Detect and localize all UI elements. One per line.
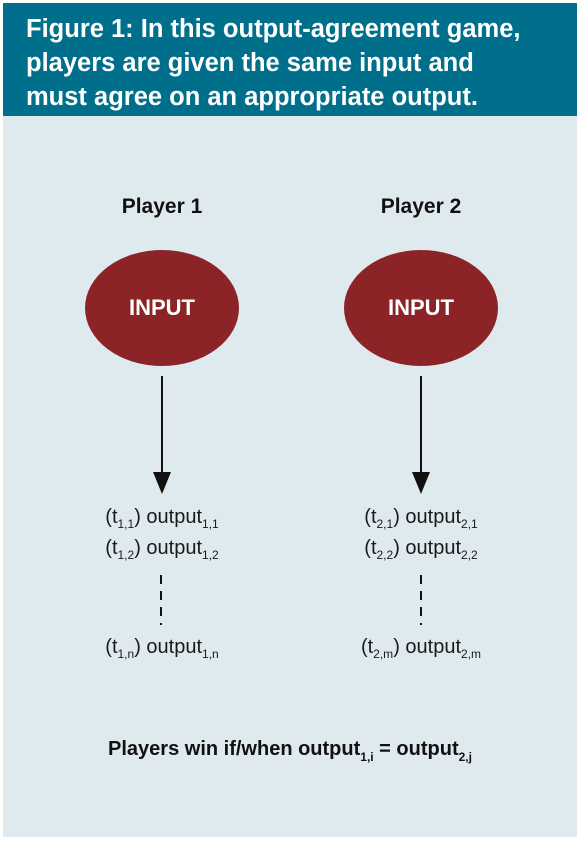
win-condition: Players win if/when output1,i = output2,… <box>108 738 472 764</box>
player-2-ellipsis-dash <box>420 575 422 625</box>
player-1-output-n: (t1,n) output1,n <box>105 636 219 661</box>
caption-line-2: players are given the same input and <box>26 49 474 77</box>
player-1-output-2: (t1,2) output1,2 <box>105 537 219 562</box>
player-1-output-1: (t1,1) output1,1 <box>105 506 219 531</box>
player-1-label: Player 1 <box>121 195 203 218</box>
player-2-input-node: INPUT <box>344 250 498 366</box>
caption-line-1: Figure 1: In this output-agreement game, <box>26 15 521 43</box>
player-2-output-m: (t2,m) output2,m <box>360 636 482 661</box>
player-1-input-text: INPUT <box>129 295 195 320</box>
player-2-arrow <box>412 376 430 494</box>
player-2-output-2: (t2,2) output2,2 <box>364 537 478 562</box>
player-2-output-1: (t2,1) output2,1 <box>364 506 478 531</box>
caption-line-3: must agree on an appropriate output. <box>26 83 478 111</box>
player-1-ellipsis-dash <box>160 575 162 625</box>
player-1-input-node: INPUT <box>85 250 239 366</box>
figure-caption: Figure 1: In this output-agreement game,… <box>3 3 577 116</box>
player-1-arrow <box>153 376 171 494</box>
player-2-label: Player 2 <box>380 195 462 218</box>
figure-panel: Figure 1: In this output-agreement game,… <box>3 3 577 837</box>
player-2-input-text: INPUT <box>388 295 454 320</box>
